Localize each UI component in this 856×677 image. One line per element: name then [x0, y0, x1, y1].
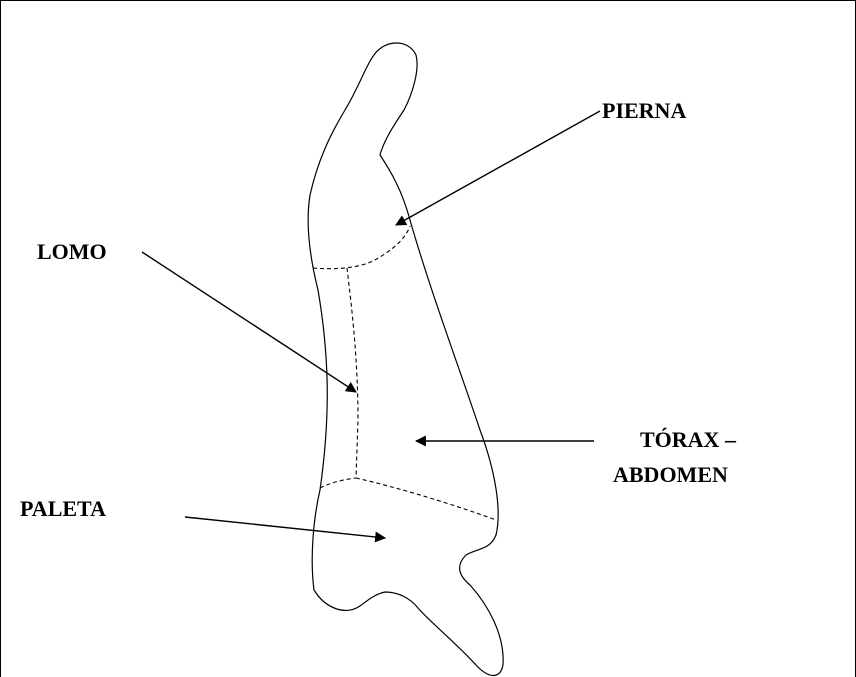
cut-lines: [313, 226, 496, 520]
paleta-arrow: [185, 517, 385, 538]
label-torax: TÓRAX –: [640, 427, 737, 452]
paleta-boundary: [320, 478, 356, 488]
lomo-boundary: [347, 268, 358, 478]
pierna-arrow: [396, 111, 600, 225]
label-abdomen: ABDOMEN: [613, 462, 728, 487]
carcass-outline: [308, 43, 503, 676]
label-paleta: PALETA: [20, 496, 106, 521]
lomo-arrow: [142, 252, 356, 392]
torax-boundary: [356, 478, 496, 520]
label-lomo: LOMO: [37, 239, 107, 264]
arrows: [142, 111, 600, 538]
label-pierna: PIERNA: [602, 98, 686, 123]
pierna-boundary: [313, 226, 410, 269]
